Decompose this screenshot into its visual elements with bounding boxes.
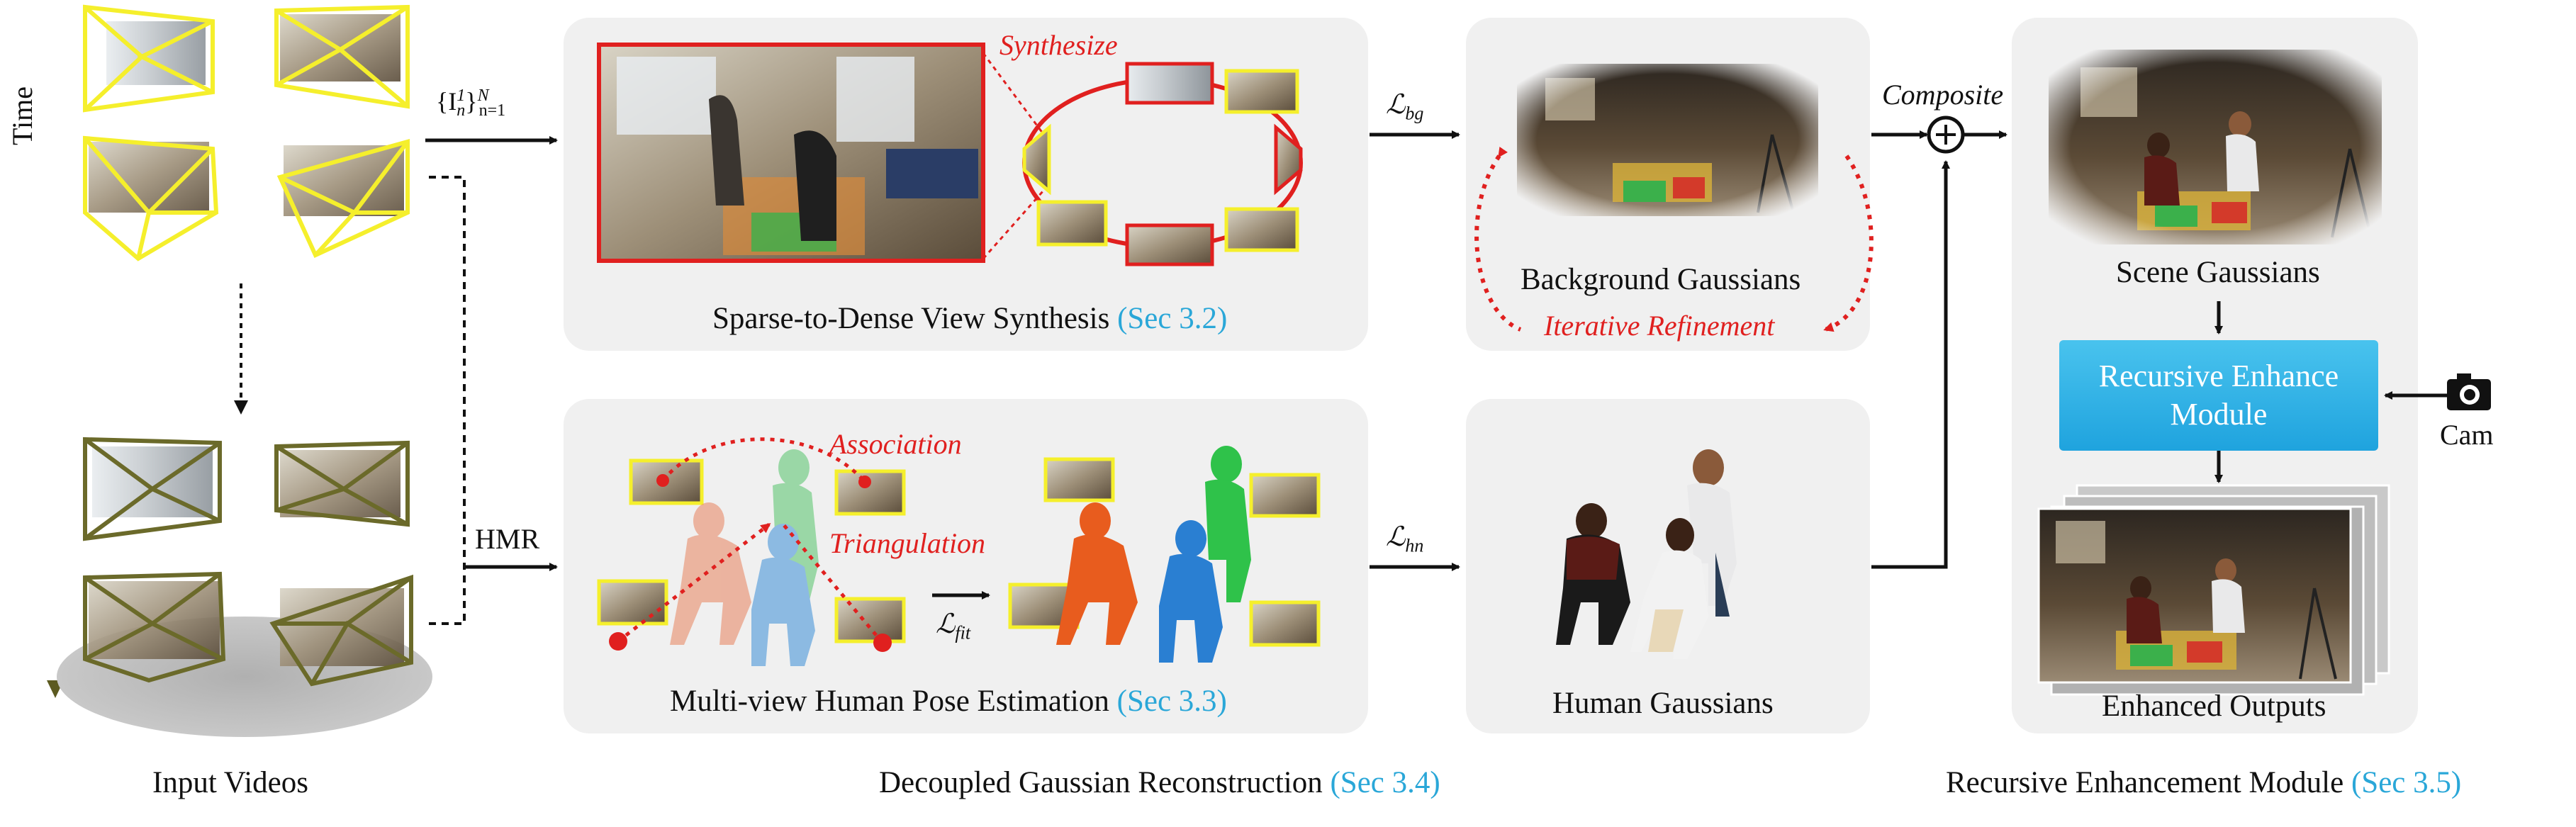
pose-estimation-caption: Multi-view Human Pose Estimation (Sec 3.… <box>670 685 1227 718</box>
association-curve <box>661 437 866 483</box>
decoupled-caption: Decoupled Gaussian Reconstruction (Sec 3… <box>879 766 1440 799</box>
camera-frustum-8 <box>269 574 413 687</box>
recursive-enhance-module: Recursive Enhance Module <box>2059 340 2378 451</box>
hmr-label: HMR <box>475 523 540 555</box>
translucent-human-meshes <box>670 449 819 666</box>
refinement-arc-right <box>1823 154 1874 332</box>
human-gaussians-caption: Human Gaussians <box>1552 687 1774 720</box>
human-gaussians-render <box>1556 449 1737 659</box>
camera-frustum-6 <box>274 440 410 527</box>
fitted-human-meshes <box>1056 446 1251 663</box>
triangulation-label: Triangulation <box>829 527 986 559</box>
enhanced-outputs-stack <box>2037 484 2390 696</box>
cam-label: Cam <box>2440 419 2494 451</box>
dashed-bracket <box>429 176 466 625</box>
recursive-caption: Recursive Enhancement Module (Sec 3.5) <box>1946 766 2462 799</box>
refinement-arc-left <box>1474 146 1522 332</box>
ring-camera-views <box>1022 62 1303 266</box>
loss-bg-label: ℒbg <box>1386 90 1424 124</box>
camera-icon <box>2447 373 2491 410</box>
pose-camera-views <box>597 457 1321 647</box>
enhanced-outputs-caption: Enhanced Outputs <box>2102 690 2326 723</box>
sparse-view-caption: Sparse-to-Dense View Synthesis (Sec 3.2) <box>712 302 1228 335</box>
arrow-human-to-composite <box>1871 160 1950 569</box>
composite-label: Composite <box>1882 79 2004 111</box>
scene-gaussians-caption: Scene Gaussians <box>2116 256 2320 289</box>
input-videos-caption: Input Videos <box>152 766 308 799</box>
triangulation-line-1 <box>617 523 771 643</box>
camera-frustum-5 <box>83 437 222 541</box>
association-label: Association <box>829 428 962 460</box>
camera-frustum-3 <box>83 135 219 261</box>
loss-hn-label: ℒhn <box>1386 522 1424 556</box>
scene-gaussians-render <box>2049 50 2382 244</box>
background-gaussians-render <box>1517 64 1818 216</box>
time-axis-label: Time <box>6 86 38 145</box>
camera-frustum-7 <box>83 571 226 683</box>
camera-frustum-4 <box>276 139 410 258</box>
loss-fit-label: ℒfit <box>936 609 971 643</box>
iterative-refinement-label: Iterative Refinement <box>1544 310 1775 342</box>
camera-frustum-1 <box>83 4 215 113</box>
frames-label: {I1n}Nn=1 <box>436 86 506 120</box>
background-gaussians-caption: Background Gaussians <box>1521 263 1801 296</box>
camera-frustum-2 <box>274 4 410 109</box>
synthesize-label: Synthesize <box>999 29 1118 61</box>
